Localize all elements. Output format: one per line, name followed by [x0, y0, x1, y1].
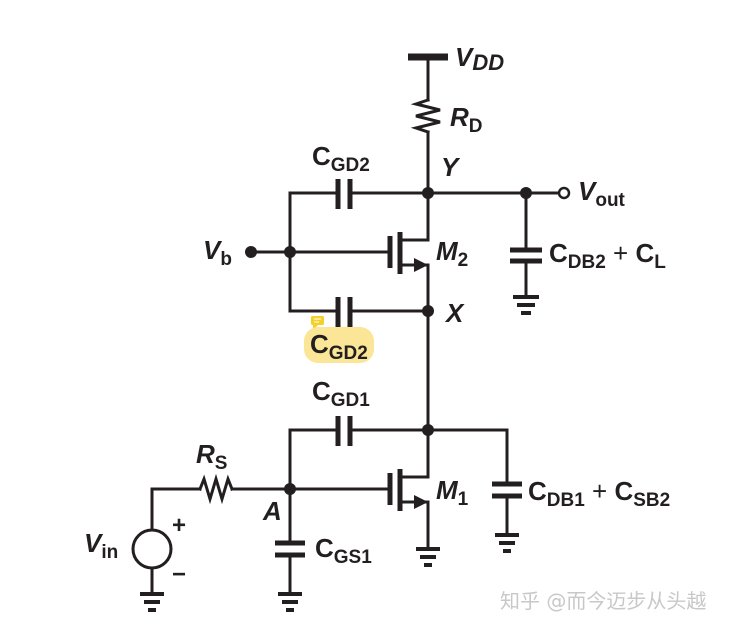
watermark: 知乎 @而今迈步从头越	[500, 589, 707, 613]
node-x-dot	[422, 305, 434, 317]
node-a-dot	[284, 483, 296, 495]
ground-icon	[495, 533, 519, 553]
label-cdb2-cl: CDB2 + CL	[549, 238, 666, 273]
label-cgd2-bottom-highlighted[interactable]: CGD2	[304, 327, 374, 363]
voltage-source-vin	[131, 528, 173, 570]
label-vout: Vout	[578, 176, 625, 211]
label-node-y: Y	[441, 152, 459, 182]
label-vdd: VDD	[455, 42, 505, 75]
label-rs: RS	[196, 439, 228, 474]
ground-icon	[278, 592, 302, 612]
label-cgs1: CGS1	[315, 533, 372, 568]
vout-terminal	[557, 186, 571, 200]
transistor-m2	[387, 191, 430, 288]
resistor-rs	[198, 473, 234, 505]
label-node-x: X	[446, 298, 464, 328]
label-cdb1-csb2: CDB1 + CSB2	[528, 476, 671, 511]
label-rd: RD	[450, 102, 483, 137]
label-cgd1: CGD1	[312, 376, 370, 411]
label-vb: Vb	[203, 235, 232, 270]
label-m2: M2	[436, 236, 469, 271]
ground-icon	[140, 592, 164, 612]
ground-icon	[513, 295, 539, 315]
label-m1: M1	[436, 475, 469, 510]
label-node-a: A	[263, 496, 282, 526]
transistor-m1	[387, 428, 430, 549]
ground-icon	[416, 547, 440, 567]
label-cgd2-top: CGD2	[312, 141, 370, 176]
label-vin: Vin	[84, 528, 119, 563]
label-vin-plus: +	[172, 512, 187, 539]
node-gate2-dot	[284, 246, 296, 258]
resistor-rd	[410, 98, 441, 134]
label-vin-minus: −	[172, 561, 187, 588]
